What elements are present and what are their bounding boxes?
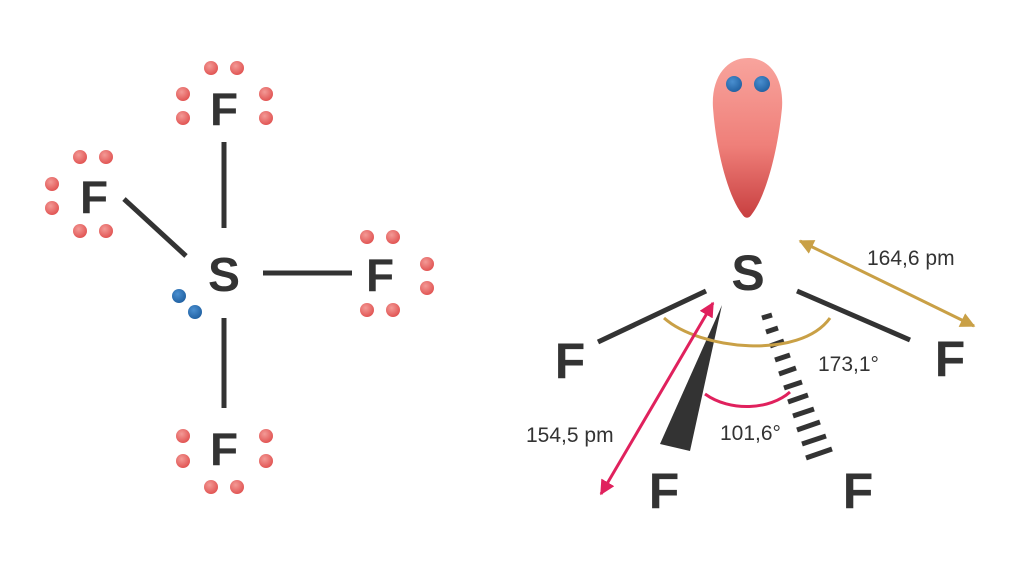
geometry-fluorine-wedge: F	[649, 463, 680, 519]
lone-pair-lobe	[712, 58, 783, 218]
equatorial-bond-length-arrow	[599, 301, 715, 496]
equatorial-bond-length-label: 154,5 pm	[526, 424, 614, 447]
bond-hashed	[761, 312, 833, 461]
bond-s-f-left	[122, 197, 188, 258]
sulfur-lone-pair	[172, 289, 202, 319]
lewis-fluorine-left: F	[80, 171, 108, 223]
axial-bond-length-arrow	[798, 239, 976, 328]
equatorial-angle-label: 101,6°	[720, 422, 781, 445]
axial-bond-length-label: 164,6 pm	[867, 247, 955, 270]
geometry-fluorine-axial-right: F	[935, 331, 966, 387]
fluorine-lone-pairs	[45, 61, 434, 494]
lewis-fluorine-bottom: F	[210, 423, 238, 475]
lewis-sulfur-atom: S	[208, 249, 240, 302]
lewis-fluorine-right: F	[366, 249, 394, 301]
molecular-geometry: S F F F F 164,6 pm 154,5 pm 173,1° 101,6…	[526, 58, 976, 519]
geometry-sulfur-atom: S	[731, 245, 764, 301]
axial-angle-label: 173,1°	[818, 353, 879, 376]
geometry-fluorine-axial-left: F	[555, 333, 586, 389]
lobe-electron-pair	[726, 76, 770, 92]
geometry-fluorine-hashed: F	[843, 463, 874, 519]
lewis-fluorine-top: F	[210, 83, 238, 135]
equatorial-angle-arc	[704, 390, 792, 408]
lewis-structure: S F F F F	[45, 61, 434, 494]
